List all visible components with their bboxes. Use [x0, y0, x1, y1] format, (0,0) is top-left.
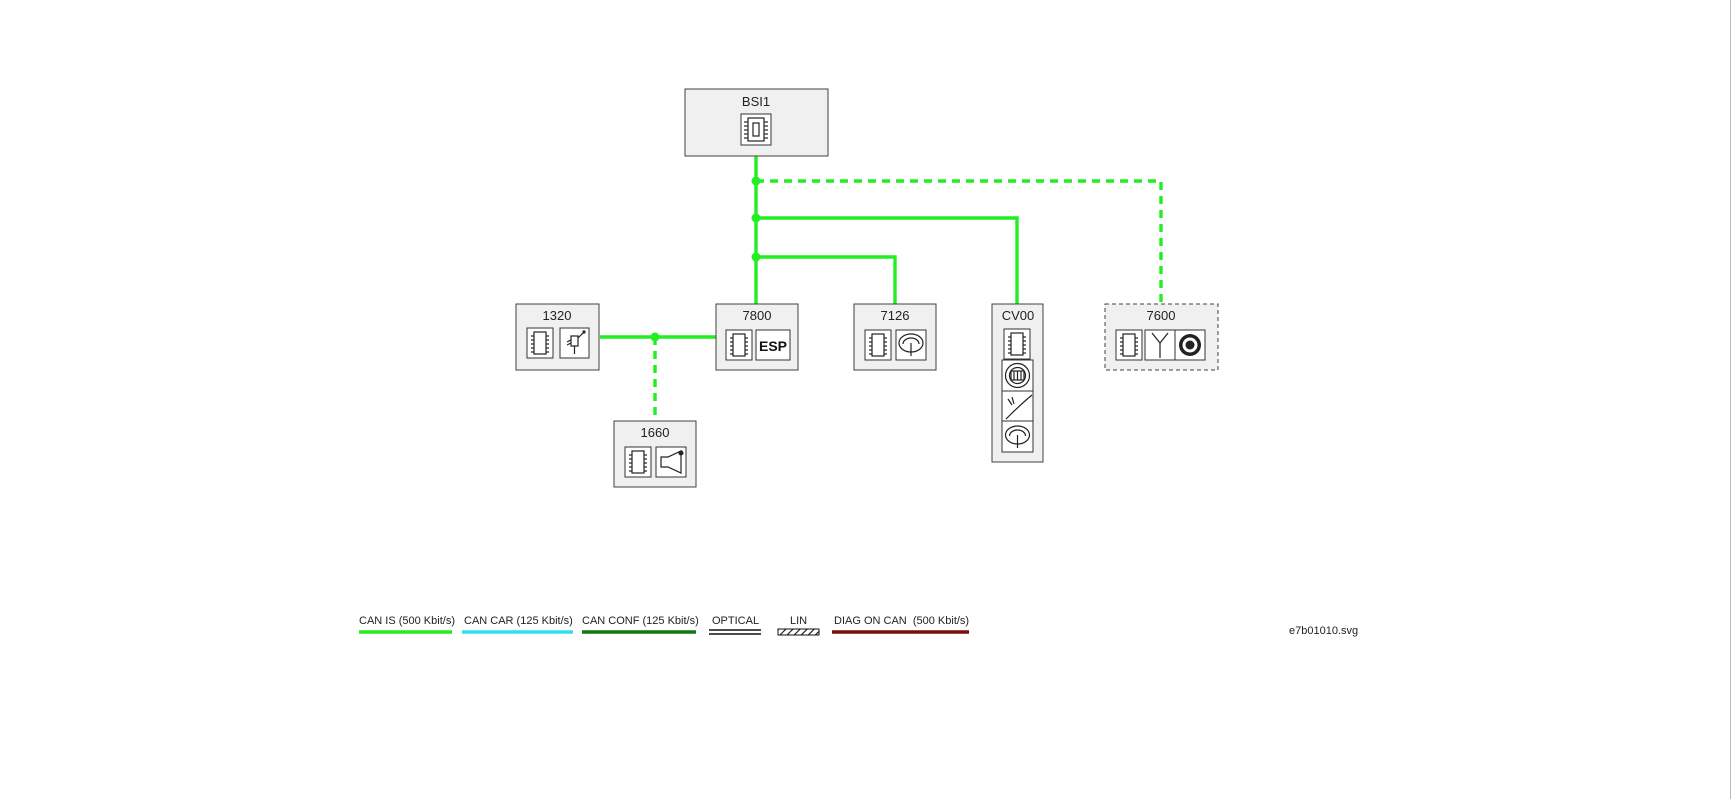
- legend-label: LIN: [790, 615, 807, 627]
- legend-label: CAN CONF (125 Kbit/s): [582, 615, 699, 627]
- steering-wheel-icon: [1001, 359, 1034, 392]
- injector-icon: [559, 327, 590, 359]
- node-label: CV00: [1002, 308, 1035, 323]
- legend-diag-on-can: DIAG ON CAN (500 Kbit/s): [832, 615, 969, 634]
- junction-dot: [650, 332, 660, 342]
- node-label: 7800: [743, 308, 772, 323]
- node-bsi1[interactable]: BSI1: [684, 88, 829, 157]
- legend-can-is: CAN IS (500 Kbit/s): [359, 615, 455, 634]
- svg-text:ESP: ESP: [759, 338, 787, 354]
- legend-optical: OPTICAL: [709, 615, 761, 635]
- node-1660[interactable]: 1660: [613, 420, 697, 488]
- node-7800[interactable]: 7800 ESP: [715, 303, 799, 371]
- chip-icon: [725, 329, 753, 361]
- gauge-icon: [1001, 420, 1034, 453]
- gauge-icon: [895, 329, 927, 361]
- bus-bsi1-cv00: [756, 216, 1019, 304]
- chip-icon: [624, 446, 652, 478]
- legend-label: CAN IS (500 Kbit/s): [359, 615, 455, 627]
- bus-bsi1-7126: [756, 255, 897, 304]
- speaker-icon: [1174, 329, 1206, 361]
- bus-lines: [600, 156, 1163, 421]
- file-name-label: e7b01010.svg: [1289, 625, 1358, 637]
- legend-can-conf: CAN CONF (125 Kbit/s): [582, 615, 699, 634]
- node-label: BSI1: [742, 94, 770, 109]
- bsi-icon: [740, 113, 772, 146]
- node-label: 7600: [1147, 308, 1176, 323]
- legend-label: OPTICAL: [712, 615, 759, 627]
- legend-label: DIAG ON CAN (500 Kbit/s): [834, 615, 969, 627]
- horn-icon: [655, 446, 687, 478]
- junction-dot: [751, 252, 761, 262]
- antenna-icon: [1144, 329, 1176, 361]
- esp-icon: ESP: [755, 329, 791, 361]
- junction-dot: [751, 176, 761, 186]
- bus-bsi1-7600: [756, 179, 1163, 304]
- node-7600[interactable]: 7600: [1104, 303, 1219, 371]
- chip-icon: [864, 329, 892, 361]
- wiper-icon: [1001, 390, 1034, 422]
- legend: CAN IS (500 Kbit/s) CAN CAR (125 Kbit/s)…: [359, 615, 969, 636]
- legend-lin: LIN: [777, 615, 820, 636]
- node-label: 7126: [881, 308, 910, 323]
- chip-icon: [1115, 329, 1143, 361]
- node-label: 1320: [543, 308, 572, 323]
- node-cv00[interactable]: CV00: [991, 303, 1044, 463]
- legend-can-car: CAN CAR (125 Kbit/s): [462, 615, 573, 634]
- node-1320[interactable]: 1320: [515, 303, 600, 371]
- chip-icon: [526, 327, 554, 359]
- chip-icon: [1003, 328, 1031, 360]
- legend-label: CAN CAR (125 Kbit/s): [464, 615, 573, 627]
- node-7126[interactable]: 7126: [853, 303, 937, 371]
- junction-dot: [751, 213, 761, 223]
- right-edge-border: [1730, 0, 1731, 799]
- node-label: 1660: [641, 425, 670, 440]
